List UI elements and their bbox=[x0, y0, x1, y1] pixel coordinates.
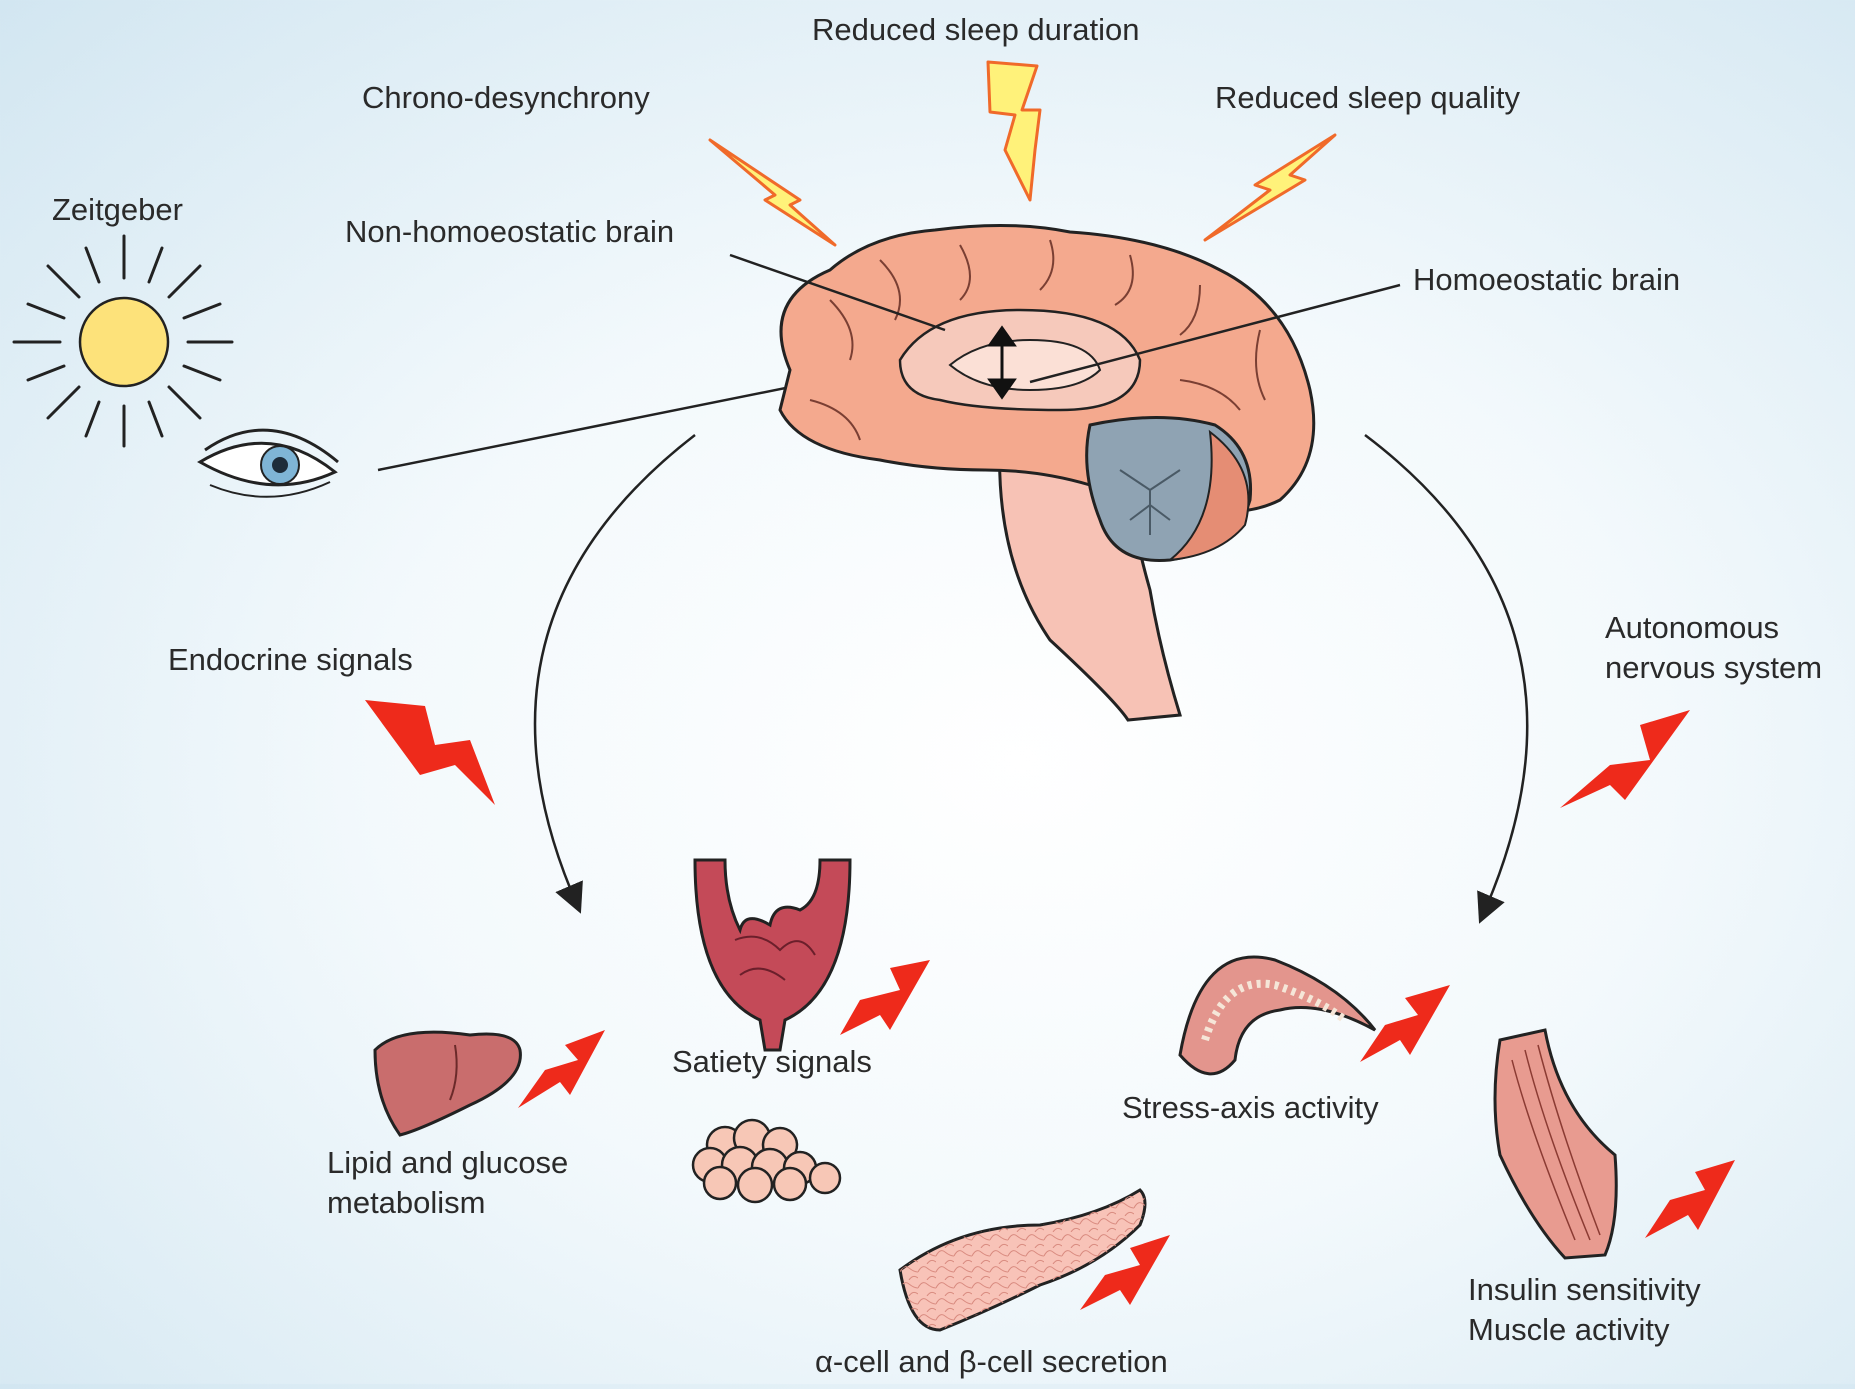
yellow-bolt-top-icon bbox=[988, 62, 1040, 200]
red-bolt-autonomous-icon bbox=[1560, 710, 1690, 808]
adrenal-gland-icon bbox=[1180, 957, 1375, 1074]
label-reduced-sleep-duration: Reduced sleep duration bbox=[812, 10, 1139, 50]
left-curved-arrow bbox=[535, 435, 695, 900]
label-endocrine-signals: Endocrine signals bbox=[168, 640, 413, 680]
label-reduced-sleep-quality: Reduced sleep quality bbox=[1215, 78, 1520, 118]
red-bolt-gut-icon bbox=[840, 960, 930, 1035]
muscle-icon bbox=[1495, 1030, 1616, 1258]
label-insulin-sensitivity: Insulin sensitivity bbox=[1468, 1270, 1701, 1310]
label-satiety-signals: Satiety signals bbox=[672, 1042, 872, 1082]
label-autonomous-line2: nervous system bbox=[1605, 648, 1822, 688]
label-insulin-muscle: Insulin sensitivity Muscle activity bbox=[1468, 1270, 1701, 1351]
label-autonomous-line1: Autonomous bbox=[1605, 608, 1822, 648]
liver-icon bbox=[375, 1032, 520, 1135]
label-homeostatic-brain: Homoeostatic brain bbox=[1413, 260, 1680, 300]
intestine-icon bbox=[695, 860, 850, 1050]
red-bolt-stress-icon bbox=[1360, 985, 1450, 1062]
yellow-bolt-left-icon bbox=[710, 140, 835, 245]
label-lipid-line1: Lipid and glucose bbox=[327, 1143, 568, 1183]
red-bolt-liver-icon bbox=[518, 1030, 605, 1108]
label-zeitgeber: Zeitgeber bbox=[52, 190, 183, 230]
label-lipid-line2: metabolism bbox=[327, 1183, 568, 1223]
red-bolt-muscle-icon bbox=[1645, 1160, 1735, 1238]
eye-icon bbox=[200, 430, 338, 497]
label-non-homeostatic-brain: Non-homoeostatic brain bbox=[345, 212, 674, 252]
right-curved-arrow bbox=[1365, 435, 1527, 910]
label-chrono-desynchrony: Chrono-desynchrony bbox=[362, 78, 650, 118]
fat-tissue-icon bbox=[693, 1120, 840, 1202]
red-bolt-endocrine-icon bbox=[365, 700, 495, 805]
label-lipid-glucose-metabolism: Lipid and glucose metabolism bbox=[327, 1143, 568, 1224]
pancreas-icon bbox=[900, 1190, 1145, 1330]
yellow-bolt-right-icon bbox=[1205, 135, 1335, 240]
label-autonomous-nervous-system: Autonomous nervous system bbox=[1605, 608, 1822, 689]
sun-icon bbox=[14, 236, 232, 446]
label-stress-axis-activity: Stress-axis activity bbox=[1122, 1088, 1379, 1128]
label-alpha-beta-cell-secretion: α-cell and β-cell secretion bbox=[815, 1342, 1168, 1382]
label-muscle-activity: Muscle activity bbox=[1468, 1310, 1701, 1350]
